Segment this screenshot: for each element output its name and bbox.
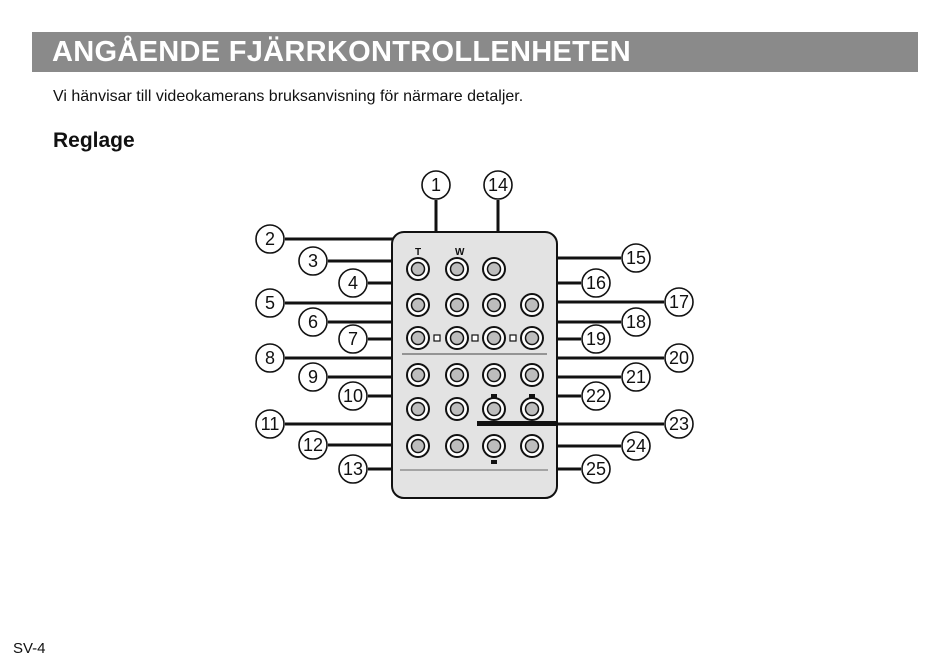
callout-marker: 18 [621,307,651,337]
callout-marker: 8 [255,343,285,373]
remote-button [406,326,430,350]
callout-marker: 2 [255,224,285,254]
remote-button [406,434,430,458]
callout-number: 6 [308,312,318,332]
callout-number: 10 [343,386,363,406]
remote-dark-strip [477,421,557,426]
callout-number: 9 [308,367,318,387]
callout-marker: 14 [483,170,513,200]
callout-number: 14 [488,175,508,195]
callout-marker: 3 [298,246,328,276]
remote-button [482,257,506,281]
remote-button [520,326,544,350]
section-heading: Reglage [53,129,135,152]
callout-marker: 12 [298,430,328,460]
callout-marker: 7 [338,324,368,354]
remote-button [445,363,469,387]
callout-marker: 19 [581,324,611,354]
button-marker [433,334,441,342]
callout-marker: 13 [338,454,368,484]
callout-number: 5 [265,293,275,313]
remote-button [520,434,544,458]
callout-number: 15 [626,248,646,268]
remote-button [482,293,506,317]
remote-button [520,293,544,317]
remote-button [445,257,469,281]
remote-button [520,397,544,421]
callout-number: 12 [303,435,323,455]
callout-number: 7 [348,329,358,349]
remote-button [406,397,430,421]
button-dot [491,460,497,464]
callout-number: 24 [626,436,646,456]
callout-number: 21 [626,367,646,387]
callout-marker: 17 [664,287,694,317]
callout-number: 1 [431,175,441,195]
callout-marker: 5 [255,288,285,318]
callout-marker: 4 [338,268,368,298]
callout-number: 19 [586,329,606,349]
zoom-wide-label: W [455,247,465,258]
remote-button [482,363,506,387]
callout-marker: 9 [298,362,328,392]
remote-button [445,434,469,458]
remote-button [406,293,430,317]
remote-button [406,257,430,281]
callout-number: 8 [265,348,275,368]
remote-button [445,293,469,317]
callout-number: 20 [669,348,689,368]
callout-number: 16 [586,273,606,293]
callout-number: 25 [586,459,606,479]
callout-number: 2 [265,229,275,249]
callout-marker: 22 [581,381,611,411]
remote-buttons [406,257,544,464]
callout-number: 18 [626,312,646,332]
callout-marker: 10 [338,381,368,411]
callout-marker: 15 [621,243,651,273]
zoom-tele-label: T [415,247,421,258]
callout-marker: 25 [581,454,611,484]
remote-button [482,326,506,350]
callout-number: 11 [261,414,280,434]
remote-button [445,397,469,421]
intro-text: Vi hänvisar till videokamerans bruksanvi… [53,88,524,105]
callout-number: 3 [308,251,318,271]
remote-button [482,434,506,458]
callout-marker: 11 [255,409,285,439]
remote-button [445,326,469,350]
remote-body [391,231,558,499]
callout-number: 13 [343,459,363,479]
title-bar: ANGÅENDE FJÄRRKONTROLLENHETEN [32,32,918,72]
page-title: ANGÅENDE FJÄRRKONTROLLENHETEN [52,36,632,68]
callout-marker: 1 [421,170,451,200]
callout-number: 17 [669,292,689,312]
callout-number: 23 [669,414,689,434]
remote-button [520,363,544,387]
callout-marker: 6 [298,307,328,337]
button-marker [509,334,517,342]
callout-marker: 23 [664,409,694,439]
callout-marker: 20 [664,343,694,373]
callout-number: 4 [348,273,358,293]
button-marker [471,334,479,342]
page-number: SV-4 [13,640,46,657]
callout-number: 22 [586,386,606,406]
callout-marker: 24 [621,431,651,461]
remote-button [406,363,430,387]
button-dot [491,394,497,398]
callout-marker: 16 [581,268,611,298]
callout-marker: 21 [621,362,651,392]
remote-button [482,397,506,421]
button-dot [529,394,535,398]
